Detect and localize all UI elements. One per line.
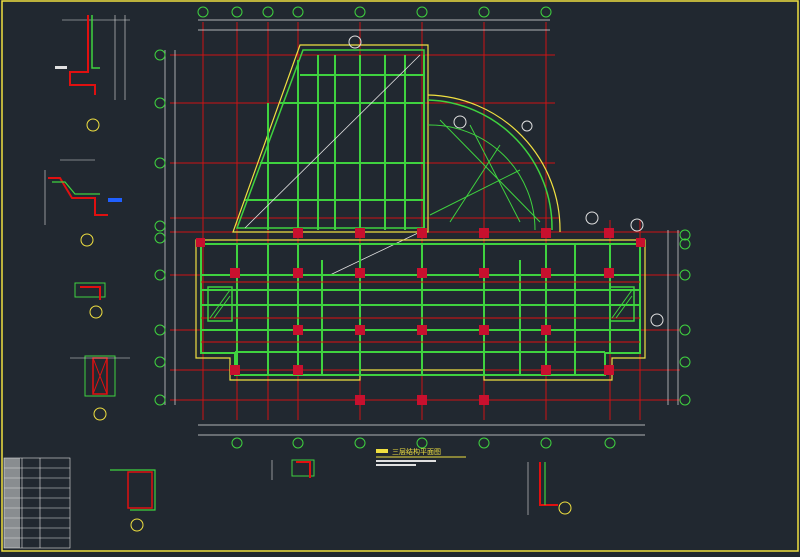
dimension-lines bbox=[164, 19, 679, 436]
stairwell-right bbox=[609, 286, 635, 322]
axis-bubbles-bottom bbox=[231, 437, 616, 449]
section-markers bbox=[348, 35, 664, 327]
detail-4 bbox=[70, 355, 130, 421]
detail-6 bbox=[527, 462, 572, 515]
upper-block-outline bbox=[232, 44, 429, 233]
axis-bubbles-left bbox=[154, 49, 166, 406]
title-marker bbox=[376, 449, 388, 453]
detail-1 bbox=[55, 15, 130, 132]
columns bbox=[196, 228, 645, 405]
axis-bubbles-right bbox=[679, 229, 691, 406]
detail-3 bbox=[74, 282, 106, 319]
upper-beams bbox=[245, 55, 425, 230]
detail-7 bbox=[271, 459, 315, 480]
stairwell-left bbox=[207, 286, 233, 322]
arc-block bbox=[427, 94, 561, 233]
main-floor-plan: 三层结构平面图 bbox=[154, 6, 691, 466]
lower-beams bbox=[201, 244, 640, 375]
drawing-title: 三层结构平面图 bbox=[392, 447, 441, 456]
drawing-title-block: 三层结构平面图 bbox=[376, 447, 466, 466]
lower-block-outline bbox=[195, 239, 646, 381]
diagonal-line bbox=[244, 54, 421, 229]
axis-bubbles-top bbox=[197, 6, 552, 18]
detail-5 bbox=[110, 469, 156, 532]
detail-2 bbox=[44, 159, 122, 247]
title-table-fill bbox=[4, 458, 20, 548]
